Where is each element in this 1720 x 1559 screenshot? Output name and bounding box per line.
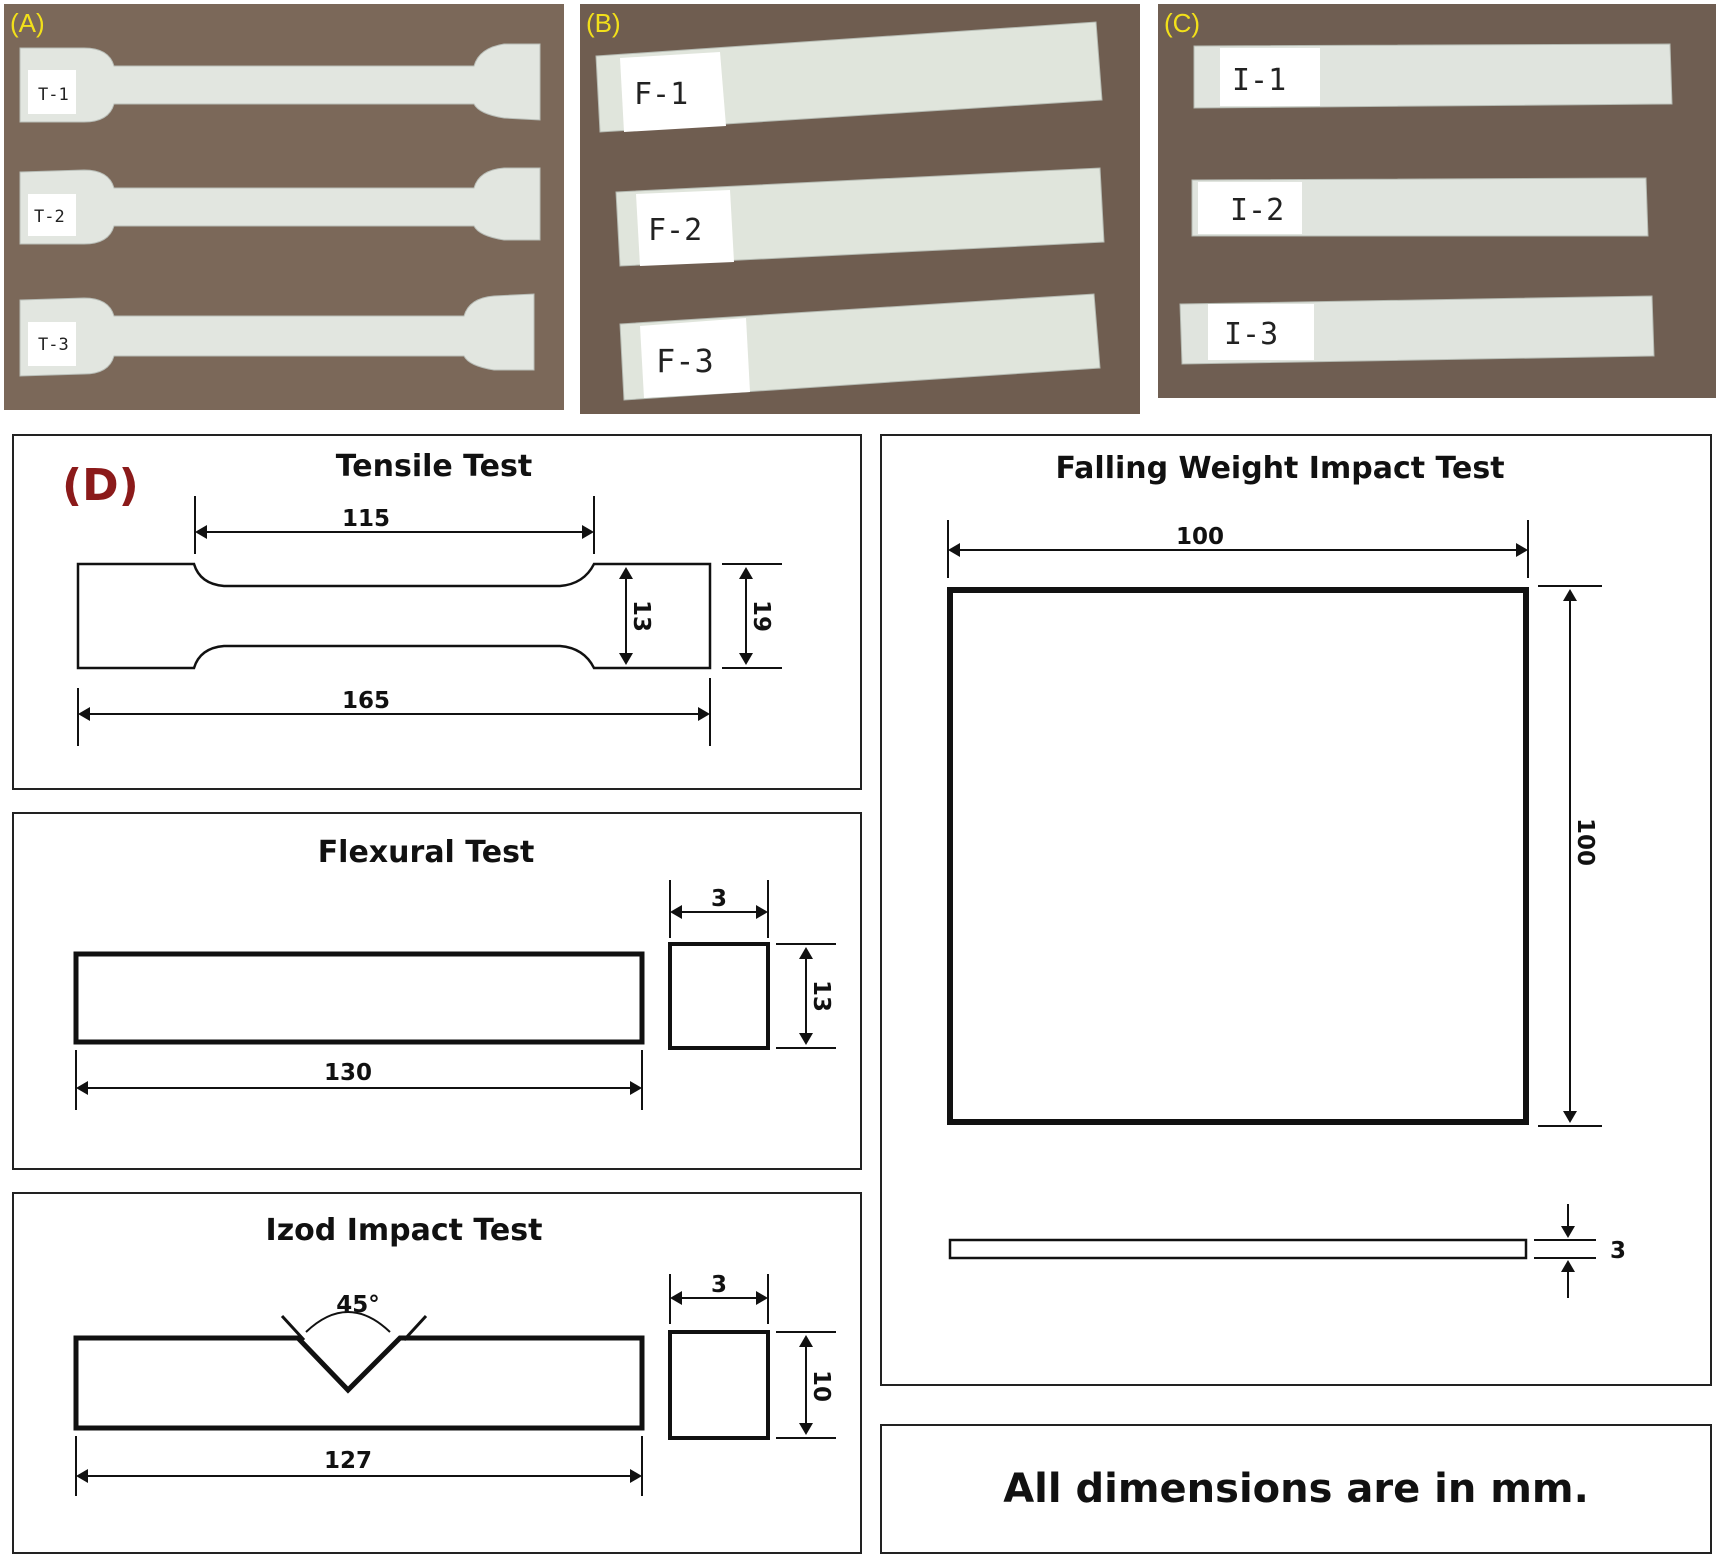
izod-notch-angle: 45° bbox=[336, 1292, 380, 1318]
izod-width: 10 bbox=[808, 1370, 834, 1402]
label-f1: F-1 bbox=[634, 77, 688, 112]
flexural-thickness: 3 bbox=[711, 886, 727, 912]
izod-notch-angle-arc bbox=[305, 1311, 391, 1333]
tensile-specimen-outline bbox=[76, 562, 712, 670]
tensile-test-box: (D) Tensile Test 115 165 13 1 bbox=[12, 434, 862, 790]
falling-weight-plate-side-view bbox=[948, 1238, 1528, 1260]
flexural-specimen-outline bbox=[73, 951, 645, 1045]
falling-weight-title: Falling Weight Impact Test bbox=[1055, 451, 1504, 486]
flexural-test-box: Flexural Test 130 3 13 bbox=[12, 812, 862, 1170]
izod-specimens-photo-art: I-1 I-2 I-3 bbox=[1158, 4, 1716, 398]
panel-letter-d: (D) bbox=[62, 460, 139, 511]
flexural-width: 13 bbox=[808, 980, 834, 1012]
tensile-gauge-length: 115 bbox=[342, 506, 390, 532]
izod-title: Izod Impact Test bbox=[266, 1213, 543, 1248]
label-f3: F-3 bbox=[656, 342, 714, 380]
izod-thickness: 3 bbox=[711, 1272, 727, 1298]
label-i3: I-3 bbox=[1224, 317, 1278, 352]
specimen-f2 bbox=[615, 167, 1105, 267]
falling-weight-test-drawing: Falling Weight Impact Test 100 100 3 bbox=[947, 451, 1626, 1298]
tensile-gauge-width: 13 bbox=[628, 600, 654, 632]
panel-letter-b: (B) bbox=[586, 8, 621, 38]
izod-specimen-outline bbox=[73, 1335, 645, 1431]
specimen-t1 bbox=[19, 43, 541, 123]
specimen-t3 bbox=[19, 293, 535, 377]
falling-weight-test-box: Falling Weight Impact Test 100 100 3 bbox=[880, 434, 1712, 1386]
panel-letter-a: (A) bbox=[10, 8, 45, 38]
tensile-specimens-photo-art: T-1 T-2 T-3 bbox=[4, 4, 564, 410]
falling-weight-length: 100 bbox=[1176, 524, 1224, 550]
tensile-overall-length: 165 bbox=[342, 688, 390, 714]
units-note: All dimensions are in mm. bbox=[1003, 1466, 1589, 1512]
izod-test-drawing: Izod Impact Test 45° 127 bbox=[73, 1213, 836, 1496]
izod-test-box: Izod Impact Test 45° 127 bbox=[12, 1192, 862, 1554]
flexural-specimens-photo-art: F-1 F-2 F-3 bbox=[580, 4, 1140, 414]
label-f2: F-2 bbox=[648, 213, 702, 248]
flexural-length: 130 bbox=[324, 1060, 372, 1086]
izod-length: 127 bbox=[324, 1448, 372, 1474]
falling-weight-thickness: 3 bbox=[1610, 1238, 1626, 1264]
falling-weight-width: 100 bbox=[1572, 818, 1598, 866]
specimen-t2 bbox=[19, 167, 541, 245]
flexural-title: Flexural Test bbox=[318, 835, 535, 870]
label-i1: I-1 bbox=[1232, 63, 1286, 98]
tensile-title: Tensile Test bbox=[336, 449, 532, 484]
label-t1: T-1 bbox=[38, 85, 69, 105]
label-i2: I-2 bbox=[1230, 193, 1284, 228]
photo-tensile-specimens: T-1 T-2 T-3 (A) bbox=[4, 4, 564, 410]
tensile-test-drawing: (D) Tensile Test 115 165 13 1 bbox=[62, 449, 782, 746]
flexural-cross-section bbox=[668, 942, 770, 1050]
flexural-test-drawing: Flexural Test 130 3 13 bbox=[73, 835, 836, 1110]
units-note-box: All dimensions are in mm. bbox=[880, 1424, 1712, 1554]
panel-letter-c: (C) bbox=[1164, 8, 1201, 38]
tensile-grip-width: 19 bbox=[748, 600, 774, 632]
izod-cross-section bbox=[668, 1330, 770, 1440]
photo-izod-specimens: I-1 I-2 I-3 (C) bbox=[1158, 4, 1716, 398]
falling-weight-plate-top-view bbox=[947, 587, 1529, 1125]
specimen-i2 bbox=[1191, 177, 1649, 237]
label-t3: T-3 bbox=[38, 335, 69, 355]
photo-flexural-specimens: F-1 F-2 F-3 (B) bbox=[580, 4, 1140, 414]
label-t2: T-2 bbox=[34, 207, 65, 227]
